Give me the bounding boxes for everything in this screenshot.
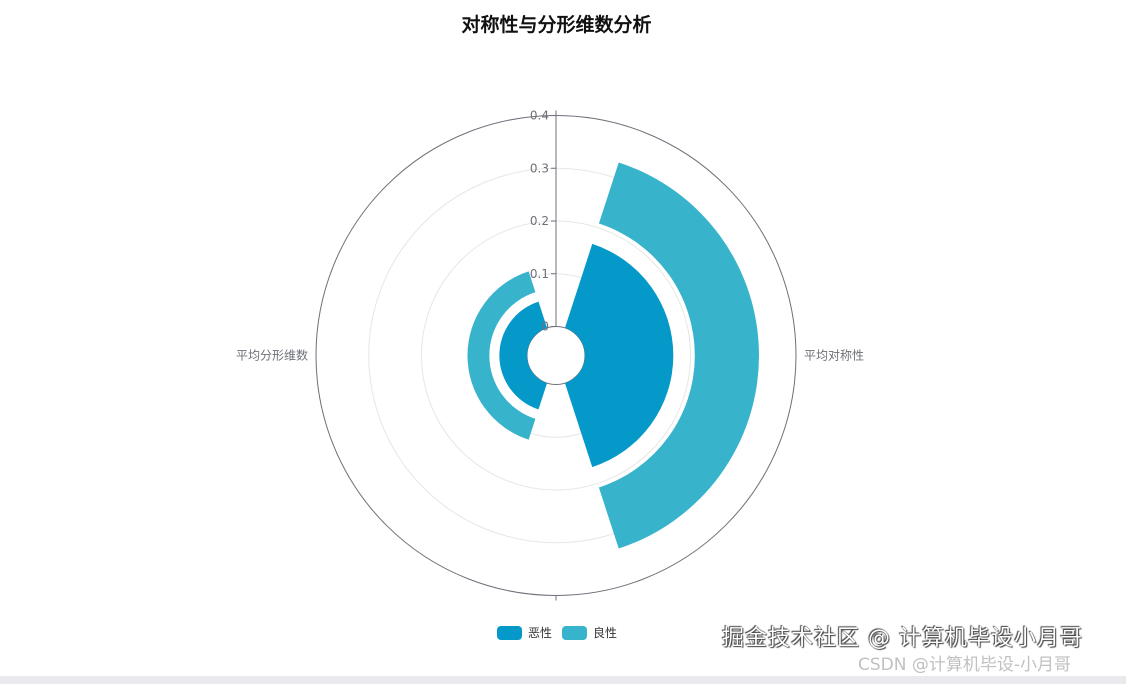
legend-item-benign[interactable]: 良性 [562,624,617,641]
watermark-juejin: 掘金技术社区 @ 计算机毕设小月哥 [722,626,1083,651]
chart-title: 对称性与分形维数分析 [461,14,652,36]
bar-benign [598,162,759,549]
inner-axis-circle [526,326,586,385]
legend-swatch-benign [562,625,587,640]
bar-benign [467,271,536,440]
legend-label-malignant: 恶性 [528,626,553,640]
bottom-scrollbar [0,676,1126,684]
legend-item-malignant[interactable]: 恶性 [497,624,552,641]
radius-tick-label: 0.2 [530,214,549,228]
legend-swatch-malignant [497,625,522,640]
radius-tick-label: 0.4 [530,109,549,123]
radius-tick-label: 0.1 [530,267,549,281]
watermark-csdn: CSDN @计算机毕设-小月哥 [858,655,1072,675]
angle-axis-label: 平均分形维数 [236,348,308,363]
legend-label-benign: 良性 [593,626,618,640]
angle-axis-label: 平均对称性 [804,349,864,363]
radius-tick-label: 0 [541,320,549,334]
bar-malignant [564,243,674,468]
radius-tick-label: 0.3 [530,161,549,175]
bar-malignant [499,301,548,410]
